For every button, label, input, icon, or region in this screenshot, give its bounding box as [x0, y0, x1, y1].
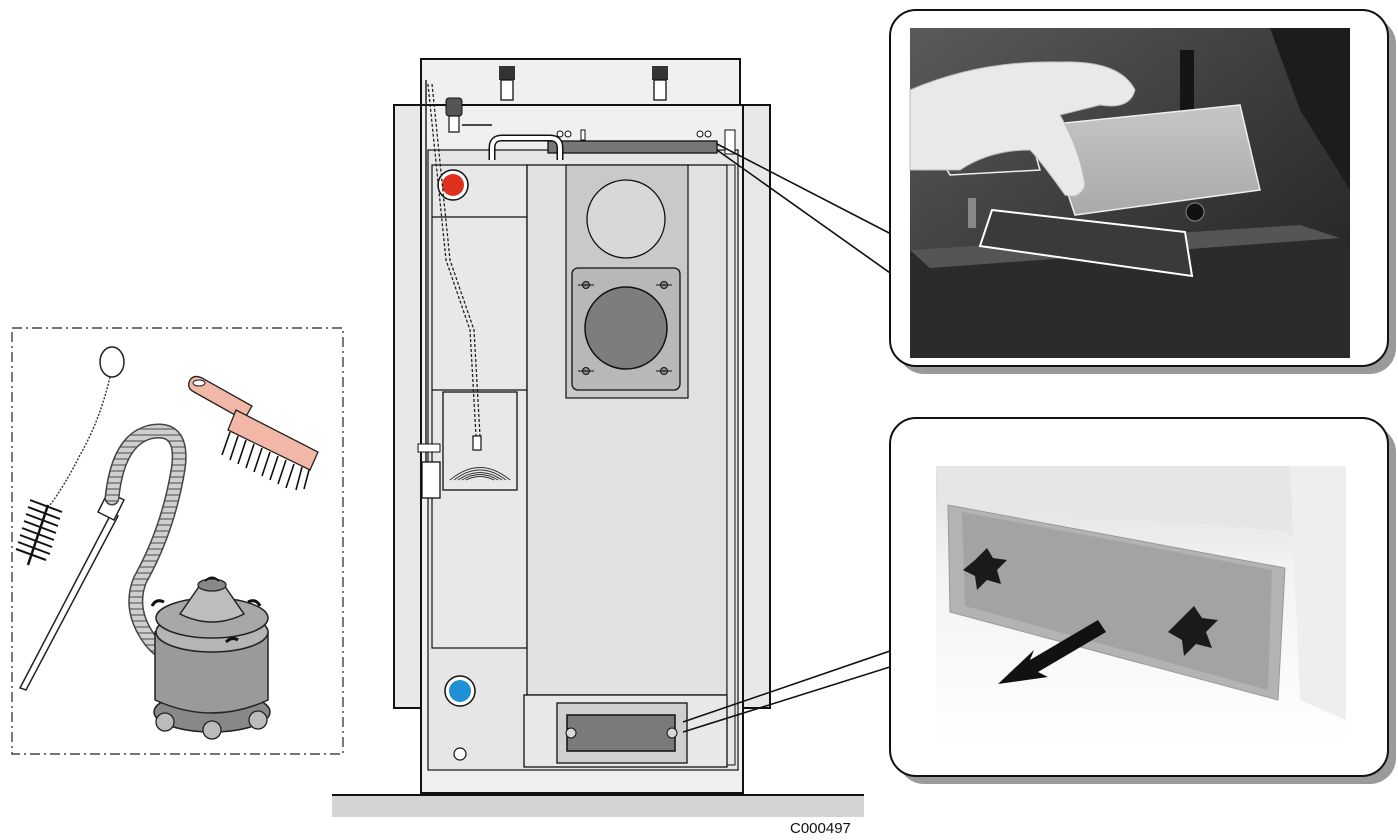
ash-door-knobs [963, 548, 1218, 656]
top-cleaning-cover [547, 140, 718, 154]
top-connection-pipes [499, 66, 668, 101]
ash-door-cover [566, 714, 676, 752]
figure-reference-code: C000497 [790, 820, 851, 837]
removal-arrow-icon [998, 620, 1106, 684]
tools-dash-frame [11, 327, 344, 755]
photo-bottom-ash-door [889, 417, 1396, 784]
boiler-front-view [332, 58, 864, 817]
cleaning-tools-panel [11, 327, 344, 755]
callout-leaders [682, 143, 894, 733]
vacuum-cleaner-icon [18, 423, 271, 740]
bottle-brush-icon [15, 346, 125, 566]
return-connection-blue [449, 680, 471, 702]
flow-connection-red [442, 174, 464, 196]
floor [332, 795, 864, 817]
drain-plug [453, 747, 467, 761]
hand-brush-icon [188, 375, 319, 491]
photo-top-cleaning-cover [889, 9, 1396, 374]
